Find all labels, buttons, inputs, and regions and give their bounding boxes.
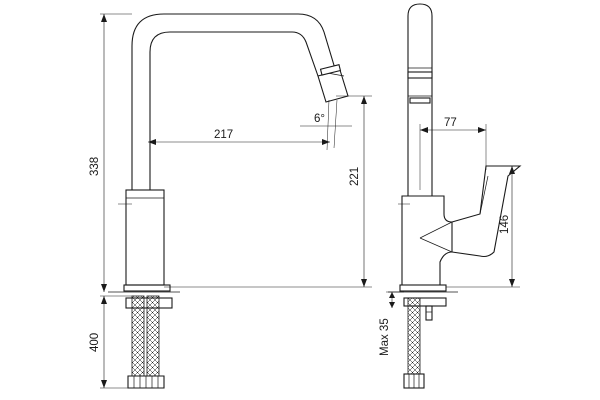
handle-edge <box>479 175 489 215</box>
side-view <box>388 3 522 389</box>
side-hose <box>407 297 421 375</box>
front-spout <box>131 13 337 190</box>
front-dimensions: 338 217 6° 221 400 <box>89 13 372 389</box>
front-flange <box>123 284 171 292</box>
aerator-ring <box>319 64 342 76</box>
front-view <box>108 13 349 389</box>
side-aerator-band <box>407 71 433 79</box>
spout-axis-2 <box>333 99 338 149</box>
dim-label-221: 221 <box>349 167 361 186</box>
arrows-77 <box>420 127 486 133</box>
dim-label-angle: 6° <box>314 113 325 125</box>
arrows-35 <box>389 292 395 308</box>
dim-label-217: 217 <box>214 129 233 141</box>
front-hose-left <box>131 295 145 377</box>
front-hose-right <box>146 295 160 377</box>
dim-label-146: 146 <box>499 215 511 234</box>
side-threaded-rod <box>425 305 433 321</box>
cartridge-lines <box>419 221 453 253</box>
dim-label-max35: Max 35 <box>379 318 391 356</box>
side-mount-plate <box>403 297 447 307</box>
side-body <box>401 195 453 286</box>
dim-label-400: 400 <box>89 333 101 352</box>
side-handle <box>451 165 522 258</box>
side-flange <box>399 284 447 292</box>
dim-label-77: 77 <box>444 117 457 129</box>
side-aerator-ring <box>409 97 431 104</box>
side-dimensions: 77 146 Max 35 <box>379 117 520 356</box>
side-column <box>407 3 433 196</box>
dim-label-338: 338 <box>89 157 101 176</box>
